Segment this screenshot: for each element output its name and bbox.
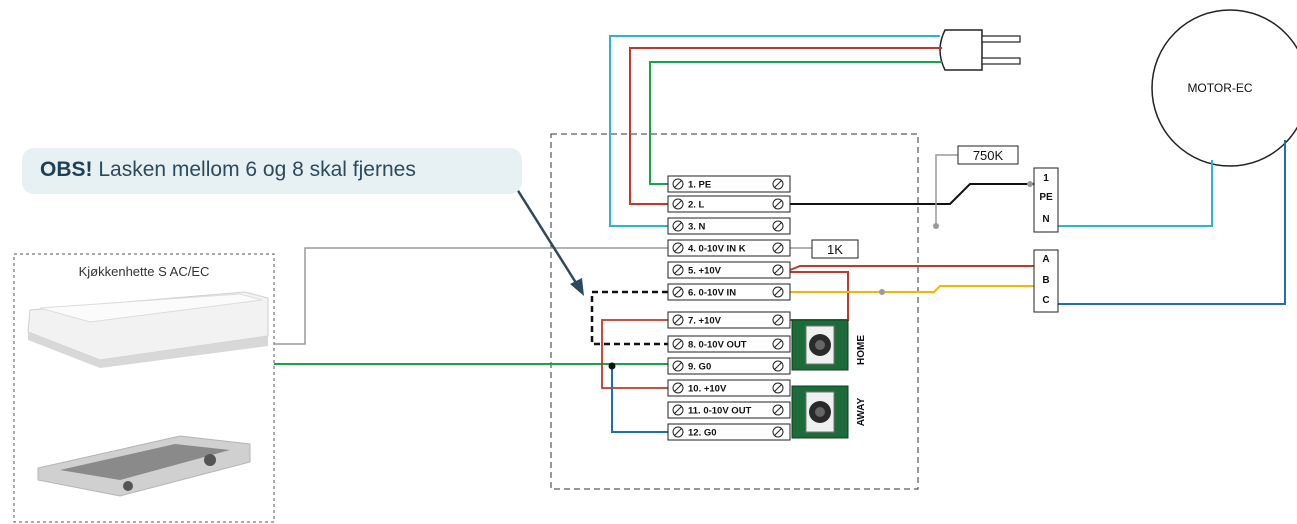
resistor-750k xyxy=(957,145,1019,165)
wire-grey-hood xyxy=(274,247,668,345)
terminal-11: 11. 0-10V OUT xyxy=(667,401,791,419)
terminal-1: 1. PE xyxy=(667,175,791,193)
terminal-label: 8. 0-10V OUT xyxy=(688,340,747,351)
connector-bottom xyxy=(1033,249,1059,313)
motor-ec xyxy=(1151,9,1297,167)
wire-blue-n xyxy=(609,35,940,227)
wire-blue-n-motor xyxy=(1040,160,1213,227)
pot-away-label: AWAY xyxy=(856,397,867,426)
terminal-6: 6. 0-10V IN xyxy=(667,283,791,301)
terminal-label: 3. N xyxy=(688,222,706,233)
connector-top-pe: PE xyxy=(1039,192,1053,203)
hood-image-bottom xyxy=(37,435,251,497)
wire-green-pe xyxy=(649,61,942,185)
terminal-label: 7. +10V xyxy=(688,316,722,327)
terminal-label: 4. 0-10V IN K xyxy=(688,244,746,255)
obs-callout: OBS! Lasken mellom 6 og 8 skal fjernes xyxy=(22,148,522,194)
pot-home-label: HOME xyxy=(856,335,867,365)
terminal-label: 10. +10V xyxy=(688,384,727,395)
wire-red-7-10 xyxy=(601,319,668,389)
motor-label: MOTOR-EC xyxy=(1187,81,1252,95)
connector-top-1: 1 xyxy=(1043,173,1049,184)
connector-bottom-a: A xyxy=(1042,254,1049,265)
resistor-1k xyxy=(811,239,859,259)
hood-image-top xyxy=(27,291,269,368)
connector-bottom-c: C xyxy=(1042,295,1049,306)
resistor-750k-label: 750K xyxy=(973,148,1004,163)
callout-arrow xyxy=(508,177,580,287)
terminal-4: 4. 0-10V IN K xyxy=(667,239,791,257)
plug-icon xyxy=(939,29,1021,71)
wire-blue-9-12 xyxy=(611,366,668,433)
potentiometer-away xyxy=(791,385,849,439)
obs-text: Lasken mellom 6 og 8 skal fjernes xyxy=(92,158,416,181)
terminal-12: 12. G0 xyxy=(667,423,791,441)
terminal-label: 5. +10V xyxy=(688,266,722,277)
controller-box xyxy=(550,133,919,490)
terminal-label: 2. L xyxy=(688,200,705,211)
terminal-10: 10. +10V xyxy=(667,379,791,397)
terminal-label: 12. G0 xyxy=(688,428,717,439)
wire-black-l xyxy=(790,183,1034,205)
hood-label: Kjøkkenhette S AC/EC xyxy=(79,264,210,279)
connector-top-n: N xyxy=(1042,214,1049,225)
terminal-7: 7. +10V xyxy=(667,311,791,329)
terminal-8: 8. 0-10V OUT xyxy=(667,335,791,353)
wire-red-a xyxy=(789,265,1034,271)
terminal-label: 1. PE xyxy=(688,180,711,191)
potentiometer-home xyxy=(791,319,849,371)
wire-red-5-7 xyxy=(790,271,849,321)
connector-bottom-b: B xyxy=(1042,275,1049,286)
jumper-6-8 xyxy=(590,290,668,346)
callout-arrowhead xyxy=(570,278,584,296)
wire-grey-750k xyxy=(935,154,958,226)
terminal-block: 1. PE 2. L 3. N 4. 0-10V IN K 5. +10V 6. 0-10… xyxy=(667,175,791,441)
wire-yellow-b xyxy=(790,285,1034,293)
connector-top xyxy=(1033,167,1059,233)
terminal-2: 2. L xyxy=(667,195,791,213)
terminal-label: 9. G0 xyxy=(688,362,711,373)
wire-darkblue-c xyxy=(1040,140,1286,305)
terminal-label: 6. 0-10V IN xyxy=(688,288,736,299)
terminal-5: 5. +10V xyxy=(667,261,791,279)
wire-red-l xyxy=(629,47,942,205)
obs-label: OBS! xyxy=(40,158,93,181)
terminal-3: 3. N xyxy=(667,217,791,235)
resistor-1k-label: 1K xyxy=(827,242,843,257)
terminal-label: 11. 0-10V OUT xyxy=(688,406,752,417)
terminal-9: 9. G0 xyxy=(667,357,791,375)
